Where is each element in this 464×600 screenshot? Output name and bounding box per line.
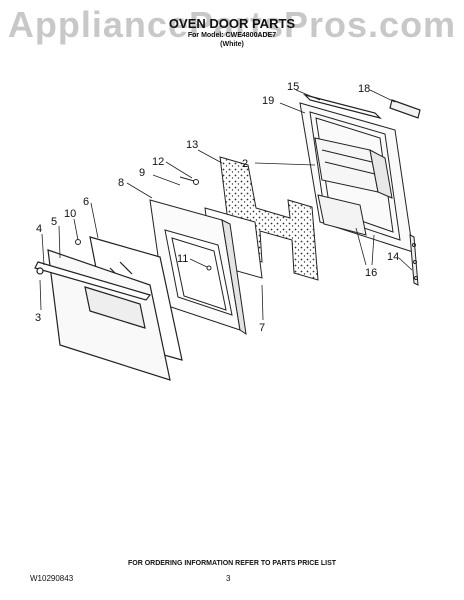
color-line: (White) [220,41,244,48]
callout-4: 4 [36,223,42,235]
callout-labels: 15 19 18 2 13 12 9 8 6 10 5 4 3 11 7 16 … [35,81,399,334]
door-gasket [303,93,421,120]
callout-13: 13 [186,139,198,151]
callout-6: 6 [83,196,89,208]
callout-14: 14 [387,251,399,263]
outer-door-panel [34,249,171,381]
callout-9: 9 [139,167,145,179]
callout-7: 7 [259,322,265,334]
doc-number: W10290843 [30,574,74,583]
watermark: AppliancePartsPros.com [7,4,457,45]
callout-18: 18 [358,83,370,95]
page-number: 3 [226,574,231,583]
callout-3: 3 [35,312,41,324]
callout-11: 11 [177,253,188,265]
callout-leaders [39,89,413,321]
ordering-note: FOR ORDERING INFORMATION REFER TO PARTS … [127,560,337,567]
callout-15: 15 [287,81,299,93]
callout-2: 2 [242,158,248,170]
callout-5: 5 [51,216,57,228]
heat-shield-plate [317,194,367,236]
model-line: For Model: CWE4800ADE7 [187,32,277,39]
door-inner-frame [149,199,247,336]
vent-duct [314,137,393,199]
callout-16: 16 [365,267,377,279]
callout-19: 19 [262,95,274,107]
diagram-title: OVEN DOOR PARTS [168,16,296,31]
callout-8: 8 [118,177,124,189]
callout-12: 12 [152,156,164,168]
callout-10: 10 [64,208,76,220]
hinge-bracket [409,234,419,286]
